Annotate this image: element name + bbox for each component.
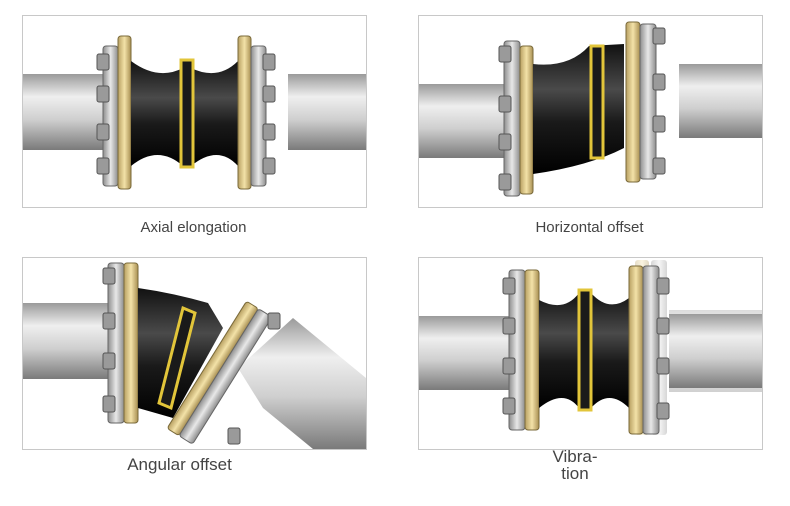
rubber-band-stripe: [179, 58, 195, 169]
rubber-band-stripe: [157, 305, 197, 411]
pipe-left: [23, 303, 108, 379]
bolts: [102, 267, 281, 445]
flange-steel-right: [250, 45, 267, 187]
rubber-bellow: [533, 44, 624, 174]
flange-brass-left: [123, 262, 139, 424]
rubber-bellow-left: [539, 293, 579, 408]
flange-steel-right: [639, 23, 657, 180]
caption-vibration: Vibra- tion: [552, 447, 598, 483]
caption-angular-offset: Angular offset: [127, 455, 232, 474]
angular-offset-illustration: [23, 262, 366, 449]
flange-steel-right: [642, 265, 660, 435]
rubber-bellow-left: [131, 61, 183, 166]
rubber-bellow-right: [191, 61, 238, 166]
flange-right-angled: [167, 301, 272, 444]
flange-brass-left: [117, 35, 132, 190]
flange-steel-left: [503, 40, 521, 197]
pipe-right: [679, 64, 762, 138]
panel-axial-elongation: [22, 15, 367, 208]
pipe-right-angled: [238, 318, 366, 449]
flange-brass-right: [237, 35, 252, 190]
pipe-right: [288, 74, 366, 150]
bolts: [502, 277, 670, 420]
axial-elongation-illustration: [23, 35, 366, 190]
pipe-right: [669, 314, 762, 388]
flange-brass-left: [524, 269, 540, 431]
rubber-bellow-right: [591, 293, 629, 408]
flange-brass-right: [625, 21, 641, 183]
bolts: [96, 53, 276, 175]
vibration-illustration: [419, 260, 762, 435]
panel-vibration: [418, 257, 763, 450]
panel-angular-offset: [22, 257, 367, 450]
flange-brass-right: [628, 265, 644, 435]
pipe-left: [419, 316, 509, 390]
pipe-left: [23, 74, 103, 150]
caption-horizontal-offset: Horizontal offset: [535, 219, 644, 236]
horizontal-offset-illustration: [419, 21, 762, 197]
pipe-left: [419, 84, 504, 158]
flange-brass-left: [519, 45, 534, 195]
caption-axial-elongation: Axial elongation: [140, 219, 247, 236]
panel-horizontal-offset: [418, 15, 763, 208]
bolts: [498, 27, 666, 191]
rubber-band-stripe: [577, 288, 593, 412]
rubber-band-stripe: [589, 44, 605, 160]
